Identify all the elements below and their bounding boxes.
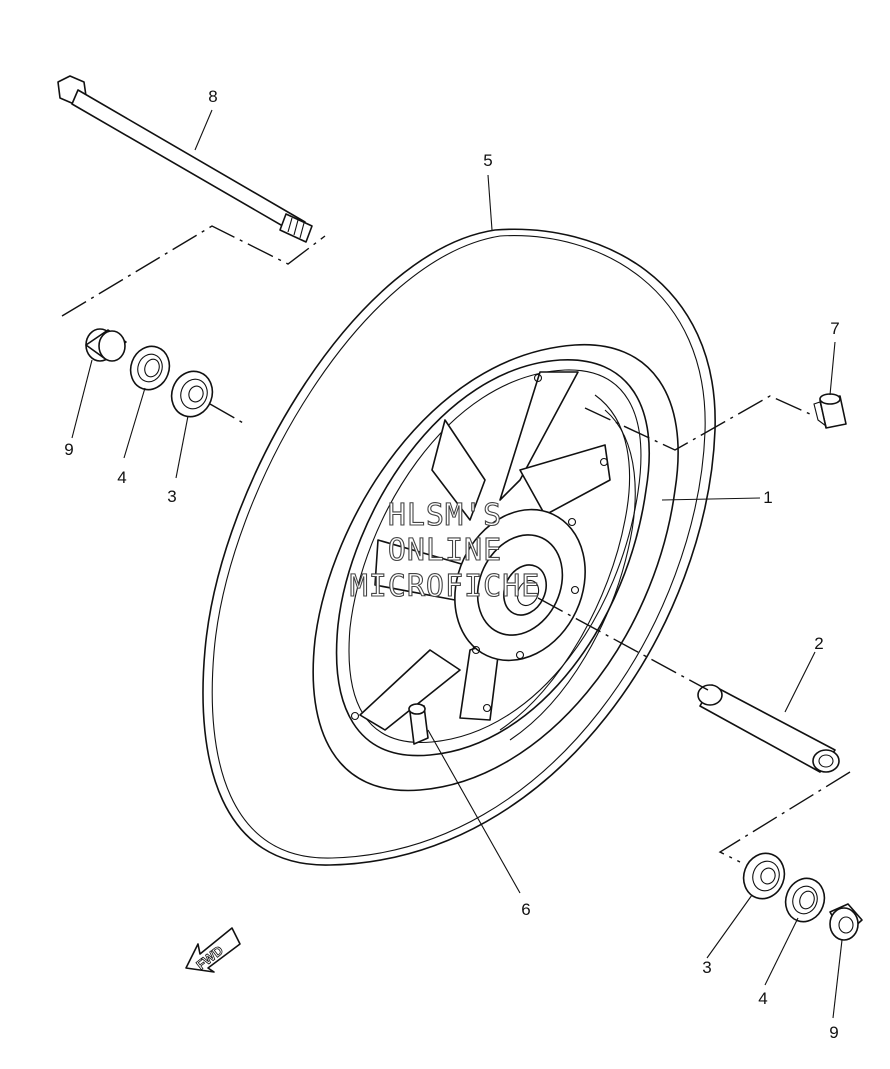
tire (202, 228, 716, 866)
rim (335, 359, 650, 757)
callout-numbers: 8 5 7 1 2 6 9 4 3 3 4 9 (64, 87, 839, 1042)
oil-seal-left (129, 345, 171, 391)
watermark-line-2: ONLINE (388, 533, 502, 568)
watermark-line-3: MICROFICHE (350, 569, 541, 604)
callout-3-right: 3 (702, 958, 711, 977)
callout-9-left: 9 (64, 440, 73, 459)
callout-6: 6 (521, 900, 530, 919)
collar (697, 684, 840, 773)
callout-7: 7 (830, 319, 839, 338)
valve-stem (408, 703, 429, 745)
watermark-line-1: HLSM'S (388, 498, 502, 533)
callout-4-right: 4 (758, 989, 767, 1008)
callout-3-left: 3 (167, 487, 176, 506)
callout-4-left: 4 (117, 468, 126, 487)
spacer-left (85, 328, 127, 362)
bearing-right (742, 852, 786, 900)
callout-9-right: 9 (829, 1023, 838, 1042)
oil-seal-right (784, 877, 826, 923)
callout-2: 2 (814, 634, 823, 653)
wheel-spokes (359, 371, 611, 731)
callout-8: 8 (208, 87, 217, 106)
bearing-left (170, 370, 214, 418)
spacer-right (829, 903, 863, 941)
callout-1: 1 (763, 488, 772, 507)
front-axle (57, 75, 313, 243)
leader-lines (71, 109, 843, 1019)
watermark: HLSM'S ONLINE MICROFICHE (349, 497, 541, 604)
callout-5: 5 (483, 151, 492, 170)
wheel-hub (350, 373, 609, 721)
balance-weight (813, 393, 847, 429)
assembly-lines (61, 225, 851, 863)
forward-direction-arrow: FWD (185, 927, 241, 973)
